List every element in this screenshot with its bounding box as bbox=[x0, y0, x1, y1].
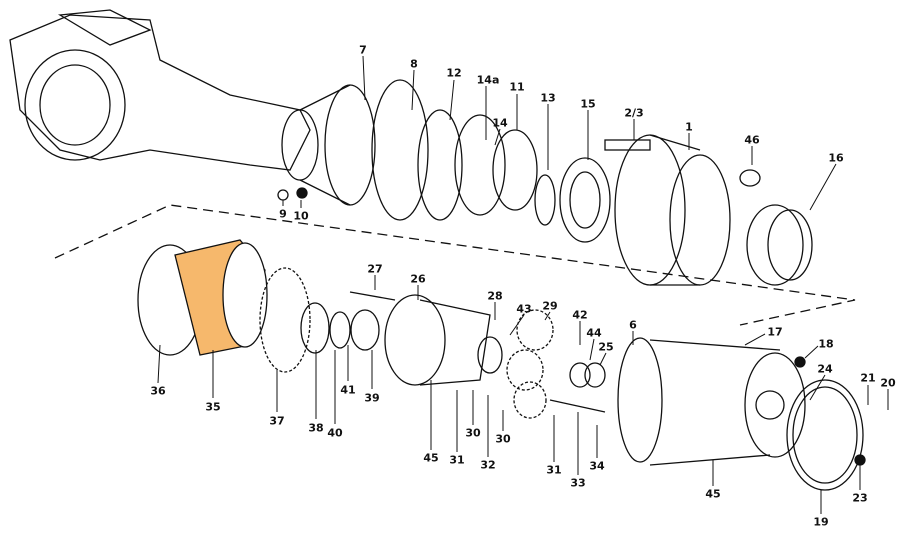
part-label: 6 bbox=[629, 318, 637, 332]
part-label: 20 bbox=[880, 376, 896, 390]
part-label: 40 bbox=[327, 426, 343, 440]
part-label: 7 bbox=[359, 43, 367, 57]
part-label: 32 bbox=[480, 458, 496, 472]
part-label: 45 bbox=[705, 487, 721, 501]
part-label: 11 bbox=[509, 80, 525, 94]
part-label: 14a bbox=[476, 73, 500, 87]
part-label: 16 bbox=[828, 151, 844, 165]
part-label: 25 bbox=[598, 340, 614, 354]
part-label: 9 bbox=[279, 207, 287, 221]
part-label: 1 bbox=[685, 120, 693, 134]
part-label: 31 bbox=[449, 453, 465, 467]
part-label: 26 bbox=[410, 272, 426, 286]
part-label: 19 bbox=[813, 515, 829, 529]
part-label: 35 bbox=[205, 400, 221, 414]
upper-parts bbox=[277, 79, 813, 286]
part-label: 38 bbox=[308, 421, 324, 435]
part-label: 42 bbox=[572, 308, 588, 322]
part-label: 12 bbox=[446, 66, 462, 80]
dashed-frame bbox=[54, 204, 856, 326]
part-label: 43 bbox=[516, 302, 532, 316]
part-label: 27 bbox=[367, 262, 383, 276]
part-label: 28 bbox=[487, 289, 503, 303]
part-label: 44 bbox=[586, 326, 602, 340]
part-label: 46 bbox=[744, 133, 760, 147]
lower-parts bbox=[137, 239, 866, 491]
part-label: 23 bbox=[852, 491, 868, 505]
part-label: 15 bbox=[580, 97, 596, 111]
part-label: 37 bbox=[269, 414, 285, 428]
part-label: 2/3 bbox=[624, 106, 644, 120]
part-label: 45 bbox=[423, 451, 439, 465]
part-label: 13 bbox=[540, 91, 556, 105]
part-label: 10 bbox=[293, 209, 309, 223]
part-label: 31 bbox=[546, 463, 562, 477]
part-label: 36 bbox=[150, 384, 166, 398]
part-label: 29 bbox=[542, 299, 558, 313]
axle-housing bbox=[9, 9, 311, 171]
part-label: 30 bbox=[465, 426, 481, 440]
part-label: 14 bbox=[492, 116, 508, 130]
part-label: 41 bbox=[340, 383, 356, 397]
part-label: 8 bbox=[410, 57, 418, 71]
part-label: 18 bbox=[818, 337, 834, 351]
part-label: 17 bbox=[767, 325, 783, 339]
part-label: 21 bbox=[860, 371, 876, 385]
part-label: 34 bbox=[589, 459, 605, 473]
part-label: 30 bbox=[495, 432, 511, 446]
part-label: 24 bbox=[817, 362, 833, 376]
leader-lines bbox=[157, 55, 889, 514]
part-label: 33 bbox=[570, 476, 586, 490]
part-label: 39 bbox=[364, 391, 380, 405]
